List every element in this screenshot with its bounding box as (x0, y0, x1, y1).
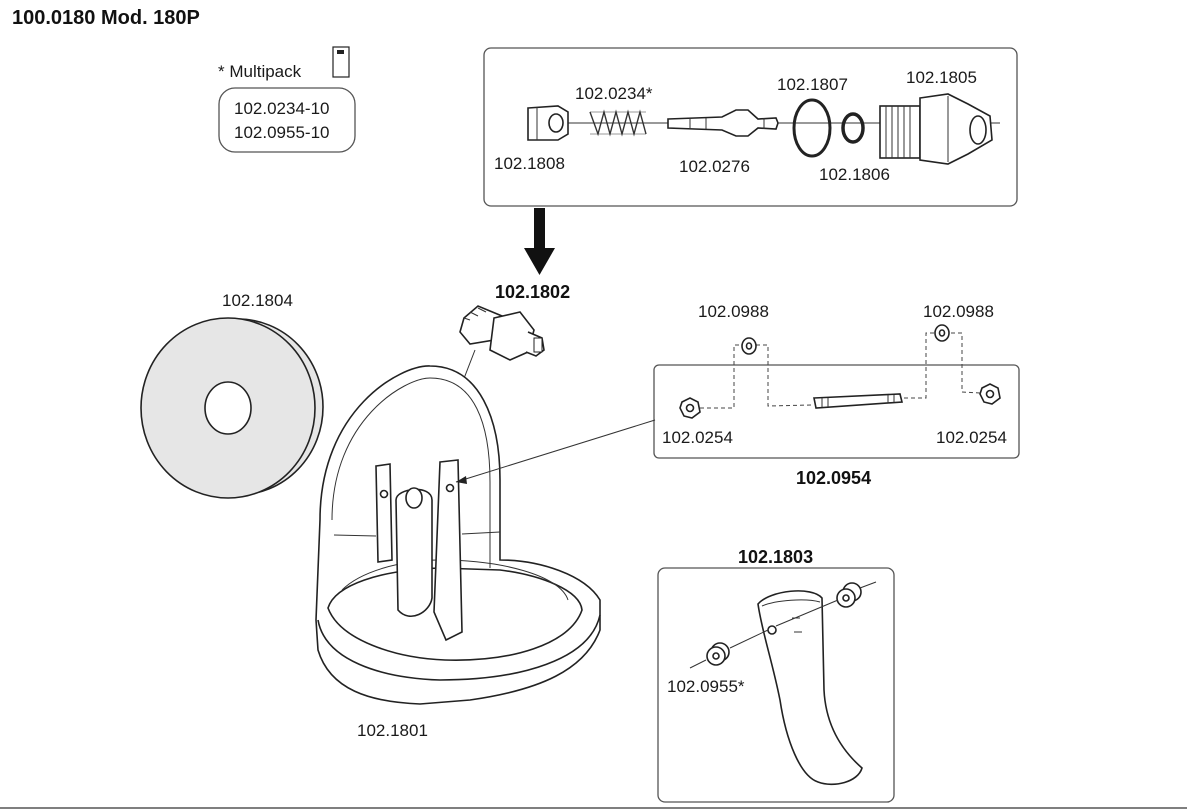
part-label-102-0254-right: 102.0254 (936, 428, 1007, 447)
paddle-parts-panel (657, 567, 895, 803)
washer-left-icon (741, 337, 757, 355)
bushing-right-icon (836, 582, 862, 608)
part-label-102-0988-right: 102.0988 (923, 302, 994, 321)
multipack-item: 102.0955-10 (234, 123, 329, 142)
part-label-102-0988-left: 102.0988 (698, 302, 769, 321)
valve-pin-icon (667, 109, 779, 137)
valve-body-icon (879, 93, 993, 165)
axle-rod-icon (813, 393, 904, 409)
spring-icon (589, 109, 647, 137)
assembly-arrow-icon (524, 208, 555, 275)
rubber-disc-icon (140, 317, 324, 499)
part-label-102-1801: 102.1801 (357, 721, 428, 740)
multipack-item: 102.0234-10 (234, 99, 329, 118)
part-label-102-0254-left: 102.0254 (662, 428, 733, 447)
multipack-list-box (218, 87, 356, 153)
part-label-102-1806: 102.1806 (819, 165, 890, 184)
valve-parts-panel: 102.0234* 102.1808 102.0276 102.1807 102… (483, 47, 1018, 207)
valve-assembly-icon (459, 305, 545, 361)
part-label-102-1805: 102.1805 (906, 68, 977, 87)
multipack-legend: * Multipack 102.0234-10 102.0955-10 (218, 46, 356, 153)
part-label-102-1808: 102.1808 (494, 154, 565, 173)
washer-right-icon (934, 324, 950, 342)
part-label-102-1807: 102.1807 (777, 75, 848, 94)
axle-parts-panel (455, 332, 1020, 484)
drinking-bowl-icon (315, 365, 601, 705)
o-ring-large-icon (792, 98, 832, 158)
bushing-left-icon (706, 642, 730, 666)
part-label-102-1802: 102.1802 (495, 282, 570, 302)
part-label-102-0276: 102.0276 (679, 157, 750, 176)
page-title: 100.0180 Mod. 180P (12, 7, 200, 29)
part-label-102-0955: 102.0955* (667, 677, 745, 696)
o-ring-small-icon (841, 112, 865, 144)
part-label-102-0234: 102.0234* (575, 84, 653, 103)
part-label-102-1803: 102.1803 (738, 547, 813, 567)
paddle-icon (757, 590, 863, 786)
part-label-102-1804: 102.1804 (222, 291, 293, 310)
part-label-102-0954: 102.0954 (796, 468, 871, 488)
multipack-box-icon (332, 46, 350, 78)
nut-right-icon (979, 383, 1001, 405)
nut-cap-icon (527, 105, 569, 141)
nut-left-icon (679, 397, 701, 419)
multipack-label: * Multipack (218, 62, 302, 81)
